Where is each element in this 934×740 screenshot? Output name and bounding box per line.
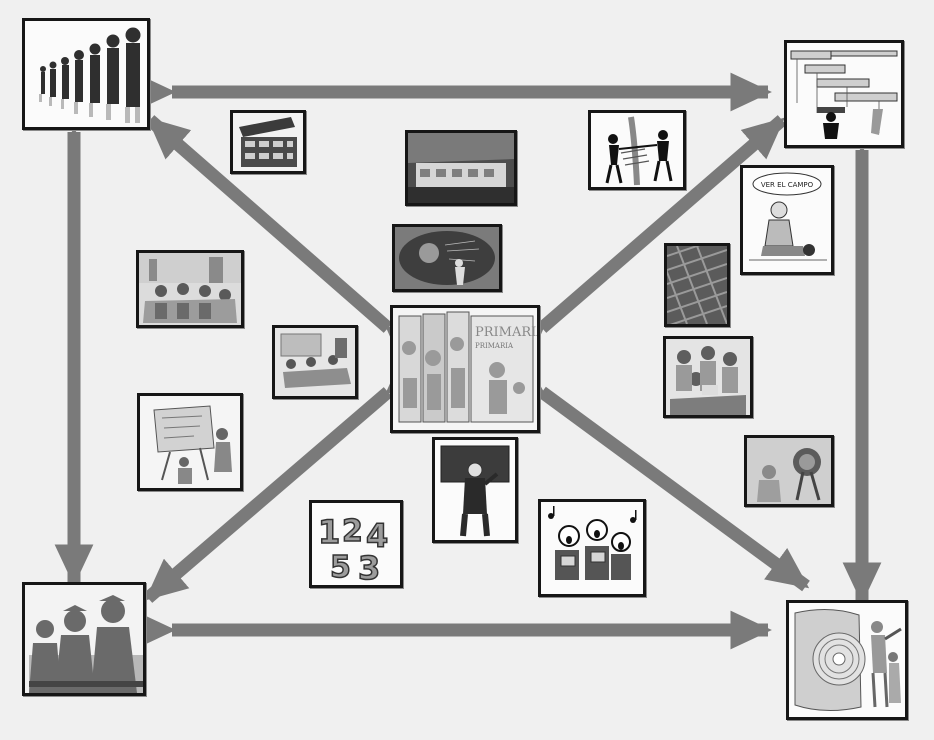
svg-text:5: 5	[330, 550, 351, 585]
musicians-and-disc-icon	[786, 600, 908, 720]
book-title-1: PRIMARIA	[475, 325, 537, 340]
teacher-blackboard-icon	[432, 437, 518, 543]
puzzle-texture-icon	[664, 243, 730, 327]
group-table-meeting-icon	[272, 325, 358, 399]
classroom-students-icon	[136, 250, 244, 328]
clapperboard-icon	[230, 110, 306, 174]
kids-reading-icon	[663, 336, 753, 418]
field-trip-cartoon-icon: VER EL CAMPO	[740, 165, 834, 275]
teacher-planet-board-icon	[392, 224, 502, 292]
svg-text:3: 3	[358, 549, 380, 585]
cartoon-caption: VER EL CAMPO	[761, 181, 814, 189]
choir-singing-icon	[538, 499, 646, 597]
graduates-silhouettes-icon	[22, 582, 146, 696]
telescope-child-icon	[744, 435, 834, 507]
arrow-center-top-left	[145, 115, 430, 368]
climber-under-ledges-icon	[784, 40, 904, 148]
svg-text:2: 2	[342, 514, 363, 549]
arrow-center-top-right	[500, 115, 787, 368]
easel-drawing-icon	[137, 393, 243, 491]
svg-text:1: 1	[318, 513, 340, 551]
arrow-center-bottom-right	[500, 353, 810, 592]
svg-text:4: 4	[366, 517, 388, 555]
book-title-2: PRIMARIA	[475, 342, 514, 350]
crossing-gap-people-icon	[588, 110, 686, 190]
silhouette-people-icon	[22, 18, 150, 130]
primaria-textbooks-image: PRIMARIA PRIMARIA	[390, 305, 540, 433]
arrow-center-bottom-left	[143, 352, 430, 603]
school-building-photo	[405, 130, 517, 206]
numbers-3d-icon: 1 2 4 5 3	[309, 500, 403, 588]
